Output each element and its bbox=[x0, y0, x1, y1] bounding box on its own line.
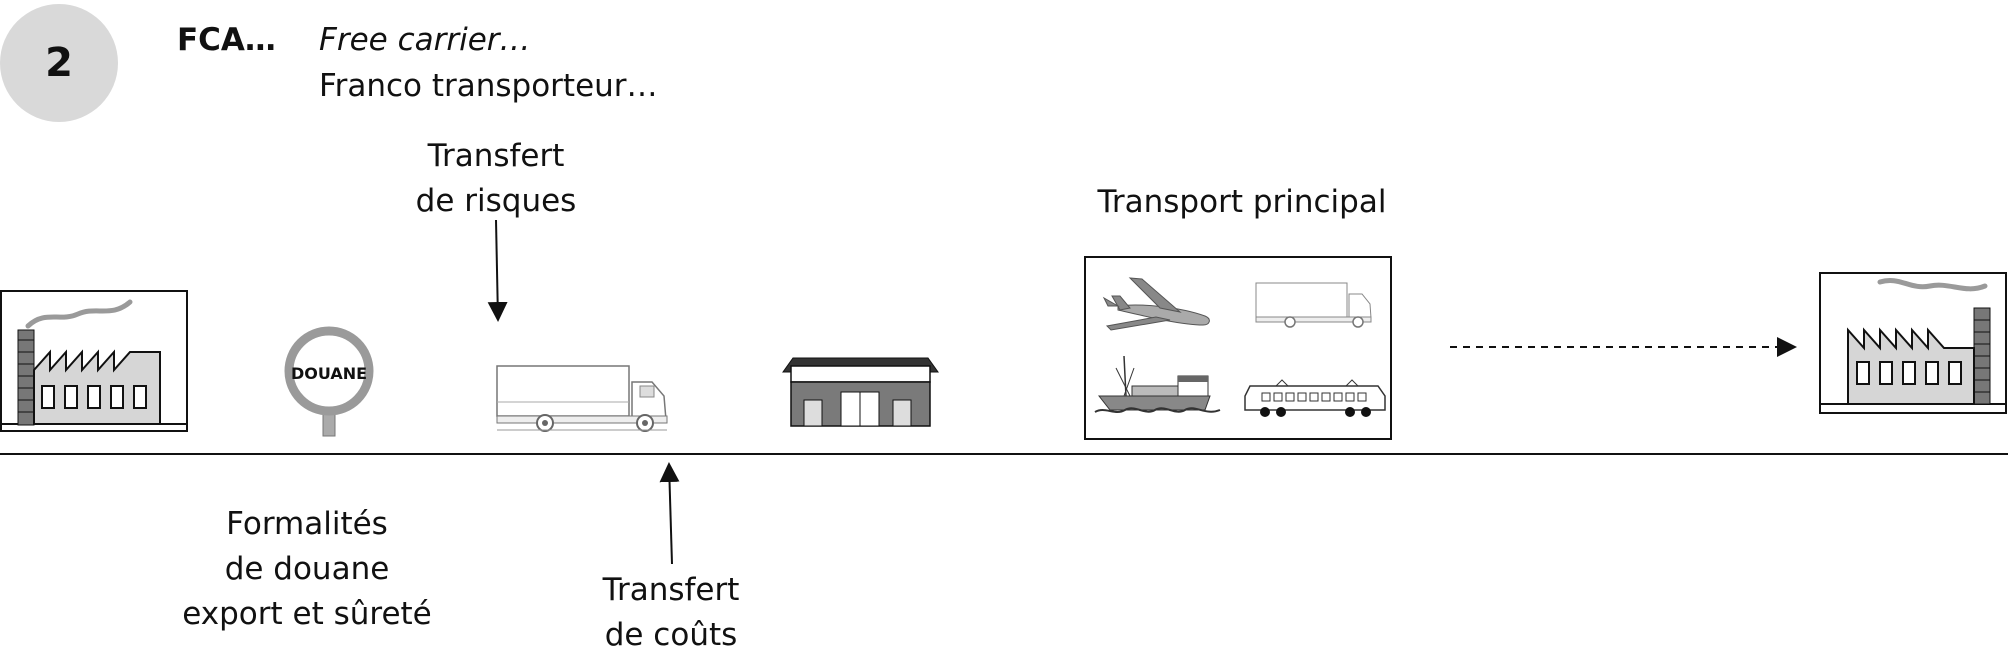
risk-transfer-label: Transfert de risques bbox=[415, 138, 577, 219]
incoterm-french-name: Franco transporteur… bbox=[319, 68, 658, 104]
train-icon bbox=[1244, 379, 1386, 417]
main-transport-modes-box bbox=[1084, 256, 1392, 440]
main-transport-label: Transport principal bbox=[1097, 184, 1387, 220]
ship-icon bbox=[1094, 355, 1221, 413]
handover-truck-icon bbox=[496, 365, 668, 432]
cost-transfer-arrow bbox=[659, 462, 680, 565]
buyer-factory-icon bbox=[1819, 272, 2007, 414]
incoterm-code: FCA… bbox=[177, 22, 276, 58]
customs-formalities-label: Formalités de douane export et sûreté bbox=[182, 506, 432, 632]
cost-transfer-label: Transfert de coûts bbox=[602, 572, 740, 653]
airplane-icon bbox=[1102, 277, 1210, 331]
seller-factory-icon bbox=[0, 290, 188, 432]
incoterm-english-name: Free carrier… bbox=[319, 22, 531, 58]
road-truck-icon bbox=[1255, 282, 1372, 328]
customs-sign-icon: DOUANE bbox=[284, 326, 374, 437]
customs-sign-text: DOUANE bbox=[291, 364, 367, 383]
step-number-badge: 2 bbox=[0, 4, 118, 122]
step-number: 2 bbox=[45, 40, 73, 86]
risk-transfer-arrow bbox=[487, 219, 508, 322]
warehouse-icon bbox=[782, 357, 939, 427]
